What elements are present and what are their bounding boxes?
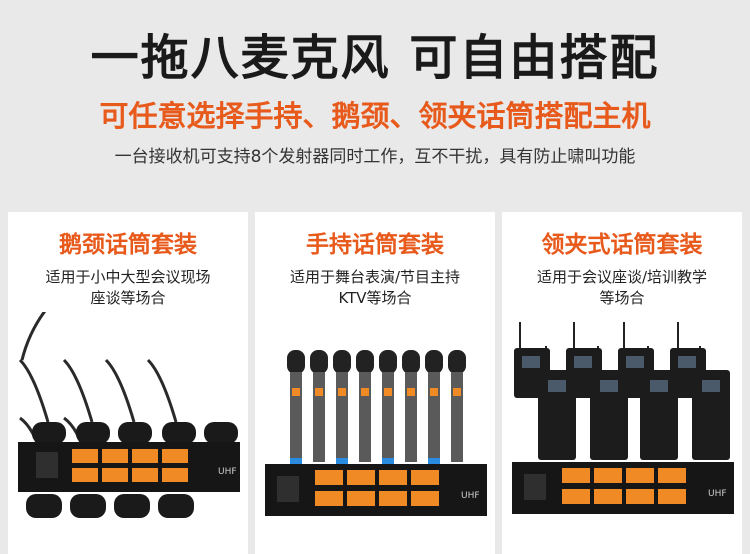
- card-description-line: 适用于会议座谈/培训教学: [536, 268, 708, 286]
- page-subtitle: 可任意选择手持、鹅颈、领夹话筒搭配主机: [99, 99, 651, 133]
- handheld-kit-image: UHF: [265, 350, 487, 516]
- card-title: 鹅颈话筒套装: [59, 232, 197, 258]
- card-description: 适用于会议座谈/培训教学 等场合: [508, 267, 736, 309]
- card-description: 适用于小中大型会议现场 座谈等场合: [14, 267, 242, 309]
- hero-header: 一拖八麦克风 可自由搭配 可任意选择手持、鹅颈、领夹话筒搭配主机 一台接收机可支…: [0, 0, 750, 190]
- gooseneck-kit-image: UHF: [18, 312, 240, 518]
- card-title: 领夹式话筒套装: [541, 232, 703, 258]
- receiver-unit-icon: [512, 462, 734, 514]
- gooseneck-microphone-icon: [20, 312, 47, 361]
- card-description: 适用于舞台表演/节目主持 KTV等场合: [261, 267, 489, 309]
- receiver-label: UHF: [218, 467, 237, 477]
- receiver-label: UHF: [461, 491, 480, 501]
- card-title: 手持话筒套装: [306, 232, 444, 258]
- receiver-label: UHF: [708, 489, 727, 499]
- receiver-unit-icon: [265, 464, 487, 516]
- card-description-line: 适用于舞台表演/节目主持: [289, 268, 461, 286]
- card-description-line: 适用于小中大型会议现场: [45, 268, 211, 286]
- handheld-kit-card: 手持话筒套装 适用于舞台表演/节目主持 KTV等场合: [255, 212, 495, 554]
- bodypack-transmitter-icon: [514, 322, 730, 460]
- handheld-microphone-icon: [287, 350, 466, 464]
- lavalier-kit-card: 领夹式话筒套装 适用于会议座谈/培训教学 等场合: [502, 212, 742, 554]
- card-description-line: KTV等场合: [338, 289, 412, 307]
- lavalier-kit-image: UHF: [512, 322, 734, 514]
- card-description-line: 等场合: [599, 289, 645, 307]
- page-title: 一拖八麦克风 可自由搭配: [90, 30, 660, 86]
- card-description-line: 座谈等场合: [90, 289, 166, 307]
- page-description: 一台接收机可支持8个发射器同时工作，互不干扰，具有防止啸叫功能: [114, 147, 636, 167]
- gooseneck-kit-card: 鹅颈话筒套装 适用于小中大型会议现场 座谈等场合: [8, 212, 248, 554]
